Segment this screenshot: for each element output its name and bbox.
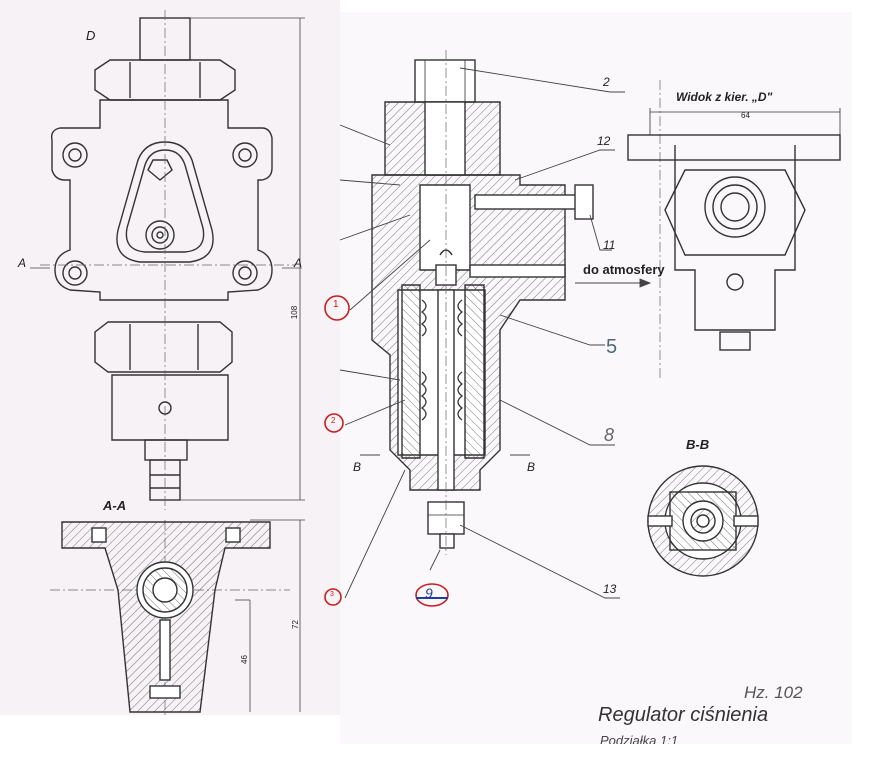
- circled-3: 3: [330, 591, 334, 598]
- section-aa: [61, 521, 271, 713]
- section-aa-title: A-A: [103, 498, 127, 513]
- dim-46: 46: [239, 655, 249, 664]
- main-section: [371, 59, 594, 549]
- dim-top: 64: [741, 111, 750, 120]
- dim-total: 108: [290, 305, 300, 320]
- section-mark-a-right: A: [294, 256, 303, 270]
- section-mark-b-left: B: [353, 460, 362, 474]
- atmosphere-label: do atmosfery: [583, 262, 665, 277]
- drawing-title: Regulator ciśnienia: [598, 704, 769, 726]
- springs: [420, 299, 464, 421]
- section-mark-b-right: B: [527, 460, 536, 474]
- part-13: 13: [603, 582, 617, 596]
- view-d: [627, 108, 841, 351]
- dimension-lines: [30, 17, 305, 712]
- section-bb: [647, 465, 759, 577]
- view-label-d: D: [86, 28, 96, 43]
- part-9: 9: [425, 585, 433, 601]
- section-bb-title: B-B: [686, 437, 710, 452]
- drawing-scale: Podziałka 1:1: [600, 733, 679, 744]
- part-5: 5: [606, 336, 618, 358]
- section-mark-a-left: A: [18, 256, 27, 270]
- leader-lines: [339, 67, 652, 599]
- part-12: 12: [597, 134, 611, 148]
- circled-2: 2: [331, 416, 336, 425]
- view-title: Widok z kier. „D": [676, 90, 773, 104]
- dim-72: 72: [290, 620, 300, 629]
- circled-1: 1: [333, 299, 339, 310]
- doc-number: Hz. 102: [744, 683, 803, 702]
- part-2: 2: [603, 75, 610, 89]
- part-8: 8: [604, 425, 615, 445]
- annotation-circles: [324, 295, 449, 607]
- part-11: 11: [603, 238, 616, 252]
- front-view: [50, 17, 273, 501]
